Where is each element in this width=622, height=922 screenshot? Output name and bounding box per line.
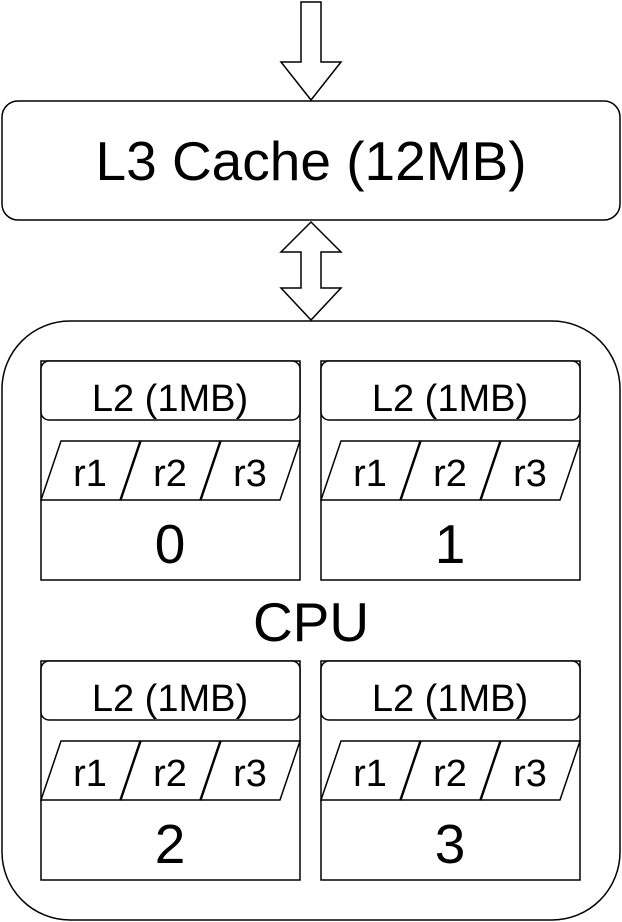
l2-cache-box (40, 360, 301, 421)
l2-cache-label: L2 (1MB) (92, 678, 248, 720)
l2-cache-label: L2 (1MB) (372, 678, 528, 720)
register-label: r2 (433, 753, 467, 795)
register-r2 (119, 440, 222, 501)
core-1: L2 (1MB) r1 r2 r3 1 (319, 360, 582, 581)
register-r3 (479, 440, 582, 501)
register-label: r1 (353, 453, 387, 495)
register-label: r1 (73, 453, 107, 495)
register-label: r2 (153, 753, 187, 795)
register-r3 (199, 440, 302, 501)
register-label: r2 (153, 453, 187, 495)
core-2: L2 (1MB) r1 r2 r3 2 (39, 660, 302, 881)
register-label: r2 (433, 453, 467, 495)
core-number: 3 (435, 813, 466, 875)
register-r1 (39, 740, 142, 801)
register-label: r3 (233, 453, 267, 495)
bidirectional-arrow-icon (279, 220, 343, 322)
register-label: r3 (513, 753, 547, 795)
down-arrow-icon (279, 1, 343, 102)
register-label: r3 (513, 453, 547, 495)
register-r1 (39, 440, 142, 501)
l2-cache-box (320, 660, 581, 721)
register-label: r3 (233, 753, 267, 795)
core-0: L2 (1MB) r1 r2 r3 0 (39, 360, 302, 581)
cpu-label: CPU (253, 591, 369, 653)
register-r3 (199, 740, 302, 801)
register-label: r1 (73, 753, 107, 795)
register-r3 (479, 740, 582, 801)
register-r2 (399, 740, 502, 801)
register-r2 (399, 440, 502, 501)
l2-cache-label: L2 (1MB) (92, 378, 248, 420)
core-number: 1 (435, 513, 466, 575)
l3-cache-label: L3 Cache (12MB) (95, 130, 526, 192)
register-r1 (319, 440, 422, 501)
core-3: L2 (1MB) r1 r2 r3 3 (319, 660, 582, 881)
register-r1 (319, 740, 422, 801)
l2-cache-box (40, 660, 301, 721)
l3-cache-box: L3 Cache (12MB) (1, 100, 621, 221)
register-r2 (119, 740, 222, 801)
l2-cache-box (320, 360, 581, 421)
core-number: 2 (155, 813, 186, 875)
l2-cache-label: L2 (1MB) (372, 378, 528, 420)
register-label: r1 (353, 753, 387, 795)
core-number: 0 (155, 513, 186, 575)
